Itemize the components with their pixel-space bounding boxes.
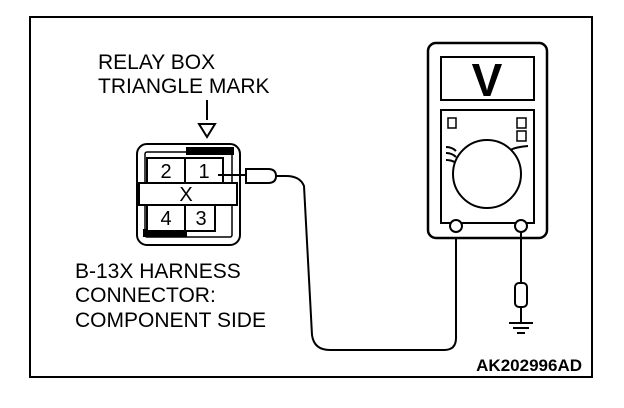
triangle-mark-icon [197, 123, 217, 139]
meter-rotary-dial [452, 139, 522, 209]
voltage-symbol: V [472, 54, 503, 106]
pin-cavity-3 [184, 204, 216, 232]
ground-probe-body [514, 282, 528, 308]
multimeter: V [426, 41, 549, 240]
pin-cavity-4 [146, 204, 186, 232]
meter-small-switch-right-bottom [516, 130, 527, 142]
pin-label-x: X [179, 184, 192, 206]
figure-code: AK202996AD [476, 356, 582, 375]
pin-label-4: 4 [160, 208, 171, 230]
connector-lock-bottom [143, 229, 187, 237]
meter-small-switch-left [447, 117, 457, 129]
probe-lead-wire [276, 175, 457, 351]
b13x-connector: 2 1 X 4 3 [136, 143, 241, 246]
meter-display [440, 56, 535, 101]
pin-label-1: 1 [198, 161, 209, 183]
meter-terminal-volt [514, 219, 528, 233]
ground-lead [509, 232, 533, 334]
meter-terminal-com [449, 219, 463, 233]
relay-box-label-line1: RELAY BOX [98, 51, 215, 74]
pin-label-3: 3 [195, 208, 206, 230]
probe-body [245, 168, 278, 184]
pin-cavity-1 [184, 157, 224, 184]
harness-label-line1: B-13X HARNESS [75, 260, 241, 283]
connector-lock-top [186, 147, 234, 155]
meter-small-switch-right-top [516, 117, 527, 129]
figure-frame [29, 16, 593, 378]
pin-label-2: 2 [160, 161, 171, 183]
harness-label-line3: COMPONENT SIDE [75, 309, 266, 332]
harness-label-line2: CONNECTOR: [75, 284, 216, 307]
relay-box-label-line2: TRIANGLE MARK [98, 75, 270, 98]
